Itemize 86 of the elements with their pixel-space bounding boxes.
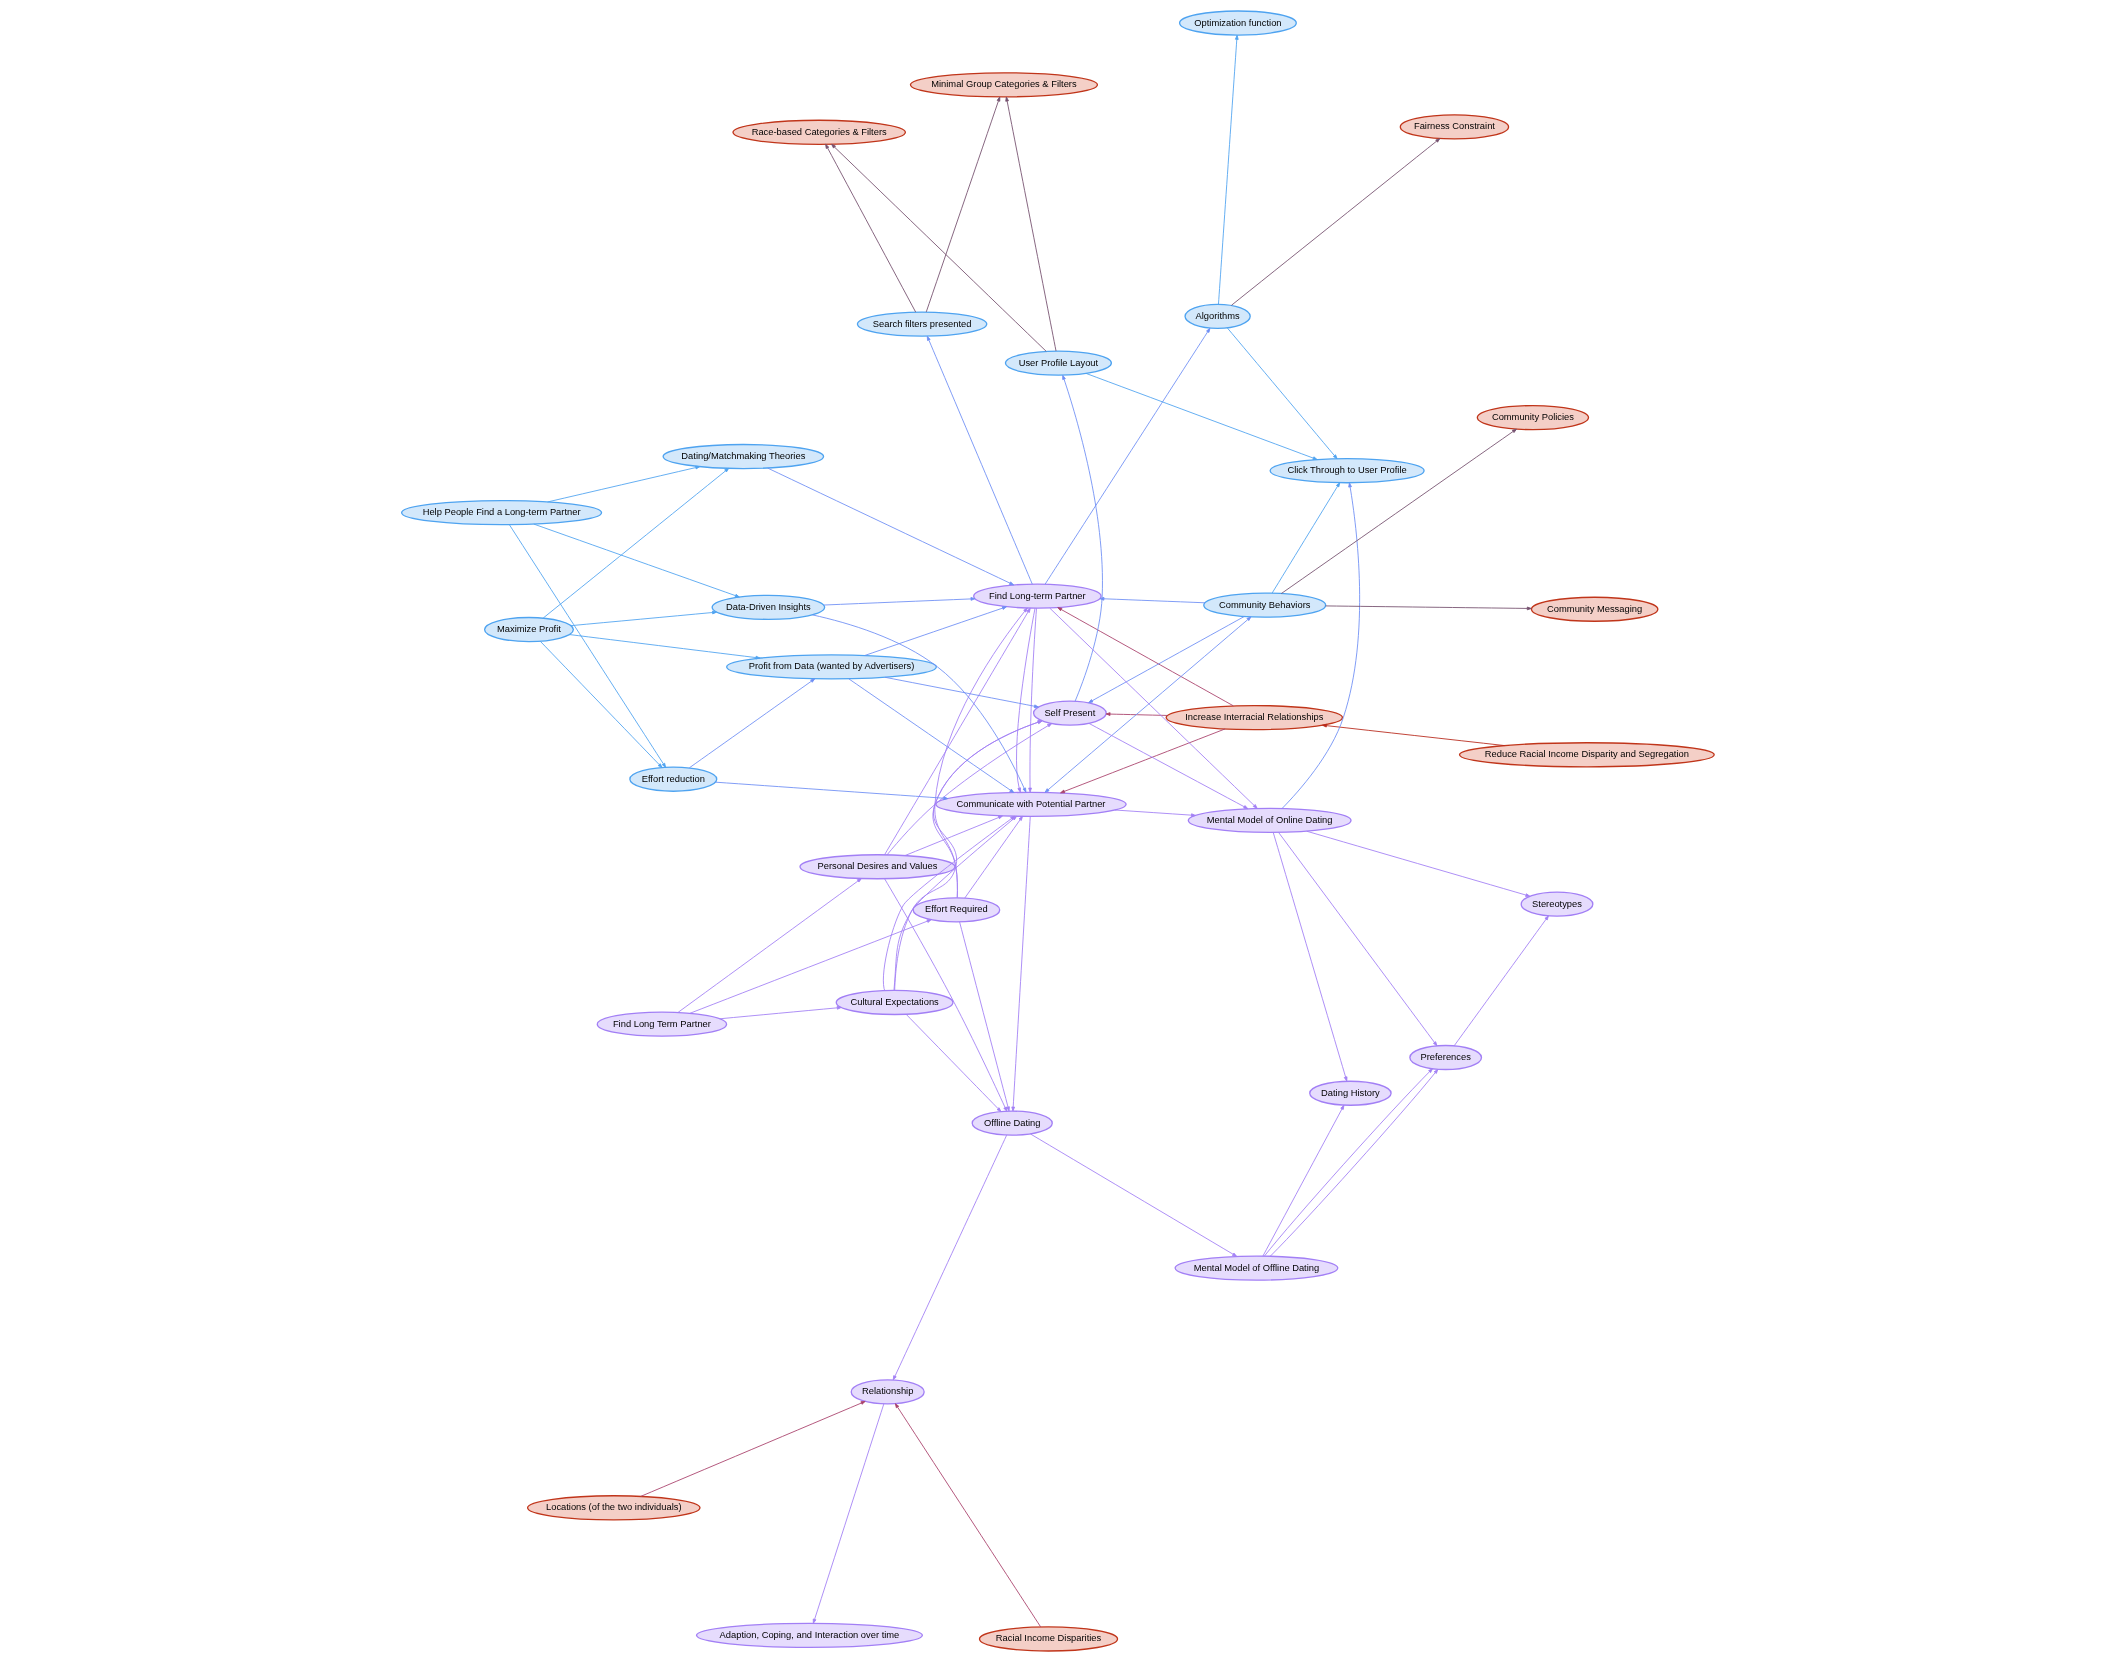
arrow — [1114, 809, 1196, 817]
arrow — [1016, 607, 1036, 793]
arrow — [892, 1134, 1008, 1381]
arrow — [1044, 327, 1211, 585]
node-ellipse: Help People Find a Long-term Partner — [400, 499, 603, 526]
arrow — [569, 634, 761, 660]
node-ellipse: Reduce Racial Income Disparity and Segregation — [1458, 742, 1715, 768]
arrow — [825, 143, 917, 313]
arrow — [1325, 605, 1532, 611]
arrow — [640, 1401, 866, 1497]
arrow — [1272, 832, 1348, 1082]
node-ellipse: Fairness Constraint — [1399, 114, 1510, 140]
node-ellipse: Find Long Term Partner — [596, 1011, 728, 1037]
arrow — [1226, 327, 1338, 460]
arrow — [925, 96, 1001, 313]
arrow — [1278, 832, 1438, 1047]
node-ellipse: Locations (of the two individuals) — [526, 1495, 701, 1521]
arrow — [864, 606, 1007, 656]
node-ellipse: Race-based Categories & Filters — [732, 119, 907, 145]
arrow — [823, 597, 976, 606]
arrow — [547, 465, 701, 503]
arrow — [677, 878, 862, 1013]
arrow — [570, 610, 717, 627]
node-ellipse: Optimization function — [1178, 10, 1297, 36]
arrow — [689, 919, 932, 1014]
arrow — [1062, 374, 1103, 702]
arrow — [1088, 722, 1249, 810]
arrow — [894, 1403, 1042, 1628]
arrow — [1088, 616, 1245, 704]
arrow — [1218, 34, 1239, 305]
arrow — [884, 607, 1031, 856]
arrow — [1105, 712, 1168, 716]
arrow — [688, 678, 816, 769]
node-ellipse: User Profile Layout — [1004, 350, 1113, 376]
arrow — [1005, 96, 1057, 352]
arrow — [533, 523, 740, 598]
arrow — [1280, 428, 1517, 594]
node-ellipse: Maximize Profit — [483, 616, 574, 643]
node-ellipse: Minimal Group Categories & Filters — [909, 72, 1099, 98]
arrow — [1085, 373, 1318, 460]
arrow — [1060, 728, 1226, 794]
arrow — [886, 723, 1053, 856]
arrow — [1306, 830, 1531, 897]
arrow — [1271, 482, 1341, 594]
node-ellipse: Personal Desires and Values — [799, 854, 956, 880]
arrow — [1230, 138, 1441, 306]
arrow — [1057, 607, 1234, 707]
arrow — [1049, 607, 1258, 809]
arrow — [542, 467, 730, 619]
arrow — [831, 143, 1047, 352]
arrow — [715, 781, 949, 801]
arrow — [1029, 1133, 1238, 1257]
arrow — [884, 676, 1039, 709]
node-ellipse: Algorithms — [1184, 303, 1251, 330]
arrow — [1262, 1104, 1345, 1257]
arrow — [812, 614, 1027, 793]
arrow — [1028, 607, 1037, 793]
node-ellipse: Racial Income Disparities — [978, 1626, 1119, 1652]
arrow — [884, 878, 1008, 1112]
arrow — [848, 678, 1015, 793]
node-ellipse: Effort reduction — [629, 766, 718, 792]
arrow — [905, 1013, 1002, 1112]
arrow — [1044, 616, 1252, 793]
arrow — [1281, 482, 1360, 809]
arrow — [1099, 596, 1206, 604]
arrow — [539, 640, 663, 768]
arrow — [904, 815, 1003, 856]
node-ellipse: Dating History — [1309, 1080, 1392, 1106]
node-ellipse: Community Messaging — [1530, 596, 1659, 622]
arrow — [767, 467, 1015, 586]
node-ellipse: Offline Dating — [971, 1110, 1053, 1136]
node-ellipse: Preferences — [1409, 1044, 1483, 1071]
arrow — [894, 720, 1043, 991]
arrow — [508, 524, 667, 768]
arrow — [926, 335, 1033, 585]
arrow — [959, 921, 1010, 1112]
arrow — [1453, 915, 1549, 1047]
arrow — [934, 607, 1028, 899]
node-ellipse: Search filters presented — [856, 311, 988, 337]
node-ellipse: Mental Model of Offline Dating — [1174, 1255, 1339, 1281]
arrow — [719, 1006, 842, 1020]
node-ellipse: Community Behaviors — [1203, 592, 1327, 618]
arrow — [1322, 723, 1506, 746]
arrow — [932, 720, 1043, 899]
arrow — [812, 1403, 885, 1624]
node-ellipse: Adaption, Coping, and Interaction over time — [695, 1622, 924, 1649]
